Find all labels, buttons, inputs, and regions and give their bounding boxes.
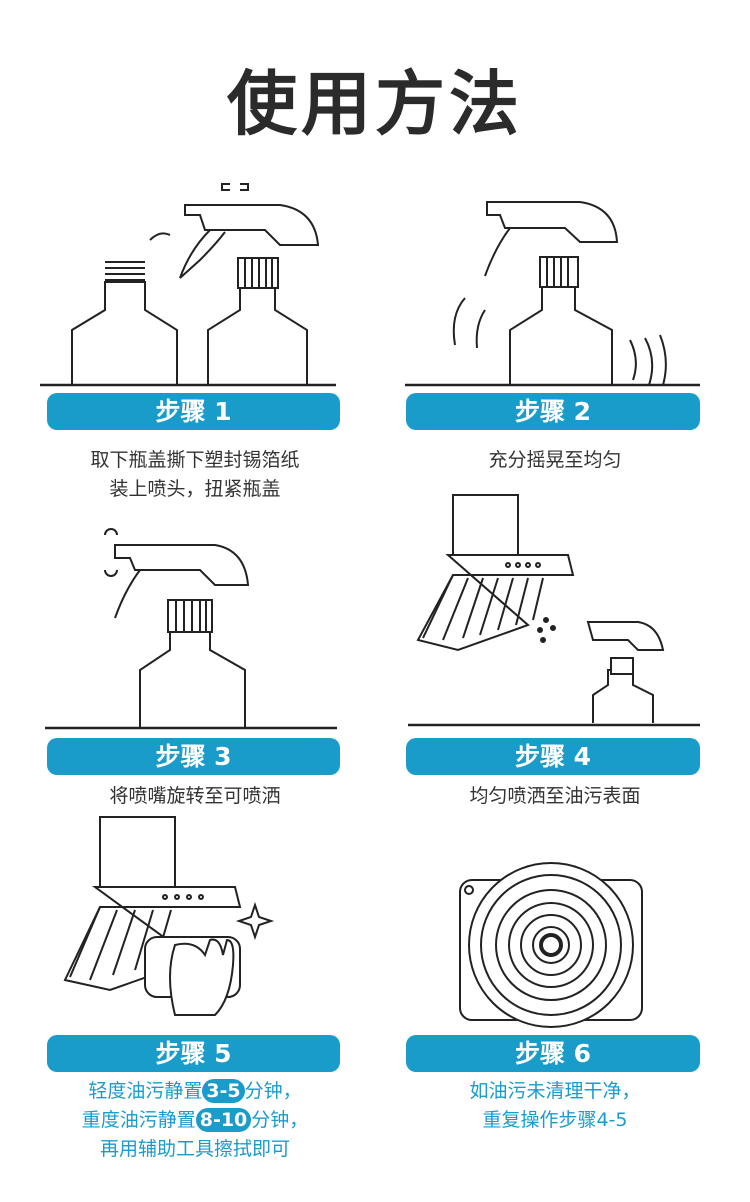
step-6-description: 如油污未清理干净， 重复操作步骤4-5 [390, 1077, 720, 1135]
step-1-description: 取下瓶盖撕下塑封锡箔纸装上喷头，扭紧瓶盖 [30, 446, 360, 504]
text: 重度油污静置 [81, 1109, 196, 1131]
shake-motion-icon [454, 298, 485, 348]
desc-line: 将喷嘴旋转至可喷洒 [109, 785, 281, 807]
rotate-icon [222, 184, 248, 190]
step6-repeat-illustration [455, 860, 650, 1030]
step-4-description: 均匀喷洒至油污表面 [390, 782, 720, 811]
step-5-badge: 步骤 5 [47, 1035, 340, 1072]
desc-line: 均匀喷洒至油污表面 [469, 785, 641, 807]
desc-line: 充分摇晃至均匀 [488, 449, 622, 471]
text: 轻度油污静置 [88, 1080, 203, 1102]
hand-icon [170, 940, 233, 1015]
text: 分钟， [244, 1080, 302, 1102]
time-highlight: 8-10 [195, 1108, 252, 1132]
step-1-badge: 步骤 1 [47, 393, 340, 430]
rotate-nozzle-icon [105, 529, 117, 576]
time-highlight: 3-5 [202, 1079, 245, 1103]
step5-wipe-hood-illustration [55, 815, 285, 1025]
page-title: 使用方法 [227, 63, 523, 145]
step4-spray-hood-illustration [408, 490, 703, 730]
text: 分钟， [251, 1109, 309, 1131]
desc-line: 再用辅助工具擦拭即可 [99, 1138, 290, 1160]
sparkle-icon [239, 905, 271, 937]
step-6-badge: 步骤 6 [406, 1035, 700, 1072]
curved-arrow-icon [150, 233, 170, 240]
step1-bottle-illustration [40, 170, 350, 390]
step2-shake-illustration [405, 190, 705, 390]
desc-line: 装上喷头，扭紧瓶盖 [109, 478, 281, 500]
desc-line: 如油污未清理干净， [469, 1080, 641, 1102]
step-2-description: 充分摇晃至均匀 [390, 446, 720, 475]
cap-lines-icon [105, 262, 145, 280]
desc-line: 取下瓶盖撕下塑封锡箔纸 [90, 449, 300, 471]
step-2-badge: 步骤 2 [406, 393, 700, 430]
step-3-description: 将喷嘴旋转至可喷洒 [30, 782, 360, 811]
step-3-badge: 步骤 3 [47, 738, 340, 775]
step-4-badge: 步骤 4 [406, 738, 700, 775]
step3-nozzle-illustration [40, 520, 340, 730]
desc-line: 重复操作步骤4-5 [482, 1109, 628, 1131]
spray-droplets-icon [538, 618, 555, 642]
